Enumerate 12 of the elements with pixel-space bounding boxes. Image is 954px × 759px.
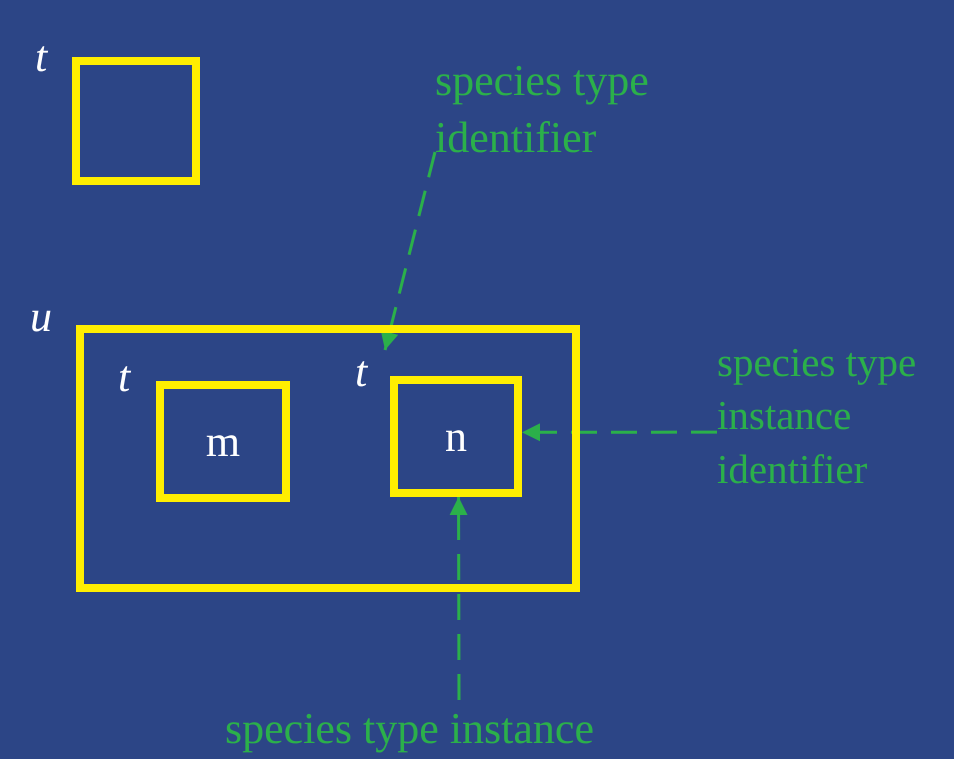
dashed-arrow (380, 152, 436, 350)
annotation-text: species type instance (225, 700, 745, 759)
element-label: m (206, 420, 240, 464)
annotation-text: species type instance identifier (717, 336, 954, 514)
dashed-arrow (450, 497, 468, 700)
annotation-text: species type identifier (435, 52, 755, 152)
dashed-arrow (522, 423, 717, 442)
element-label: n (445, 414, 467, 458)
variable-label: t (35, 35, 48, 79)
variable-label: t (355, 350, 368, 394)
variable-label: u (30, 295, 52, 339)
variable-label: t (118, 355, 130, 399)
